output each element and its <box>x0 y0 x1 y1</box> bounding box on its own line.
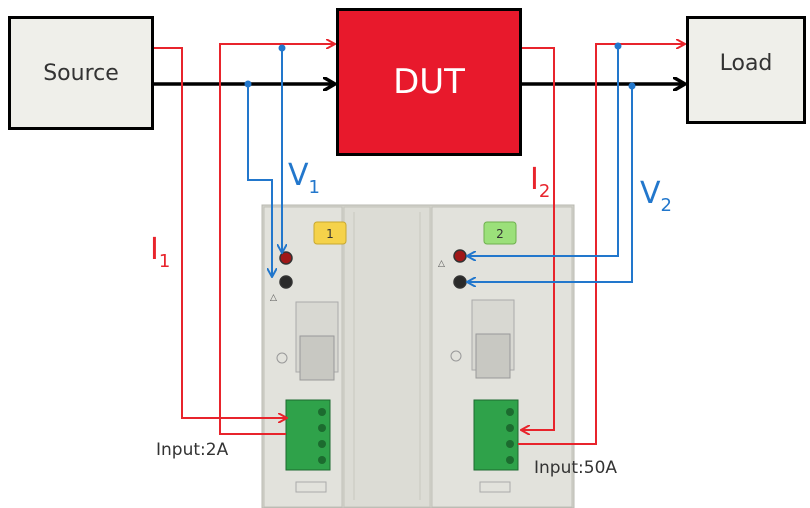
v2-label: V2 <box>640 176 672 216</box>
ch1-current-connector <box>286 400 330 470</box>
instrument-mainframe: △ △ <box>262 205 574 508</box>
dut-label: DUT <box>393 62 465 102</box>
i2-label: I2 <box>530 162 550 202</box>
v2-plus-terminal <box>454 250 466 262</box>
ch2-current-connector <box>474 400 518 470</box>
load-block: Load <box>686 16 806 124</box>
dut-block: DUT <box>336 8 522 156</box>
load-label: Load <box>720 51 773 76</box>
i1-label: I1 <box>150 232 170 272</box>
svg-text:△: △ <box>270 293 277 303</box>
ch1-input-label: Input:2A <box>156 440 228 460</box>
blank-panel <box>344 207 430 507</box>
v1-label: V1 <box>288 158 320 198</box>
source-label: Source <box>43 61 119 86</box>
module-2-badge-label: 2 <box>496 227 504 241</box>
svg-text:△: △ <box>438 259 445 269</box>
v1-plus-terminal <box>280 252 292 264</box>
source-block: Source <box>8 16 154 130</box>
module-1-badge-label: 1 <box>326 227 334 241</box>
v2-minus-terminal <box>454 276 466 288</box>
ch2-input-label: Input:50A <box>534 458 617 478</box>
v1-minus-terminal <box>280 276 292 288</box>
